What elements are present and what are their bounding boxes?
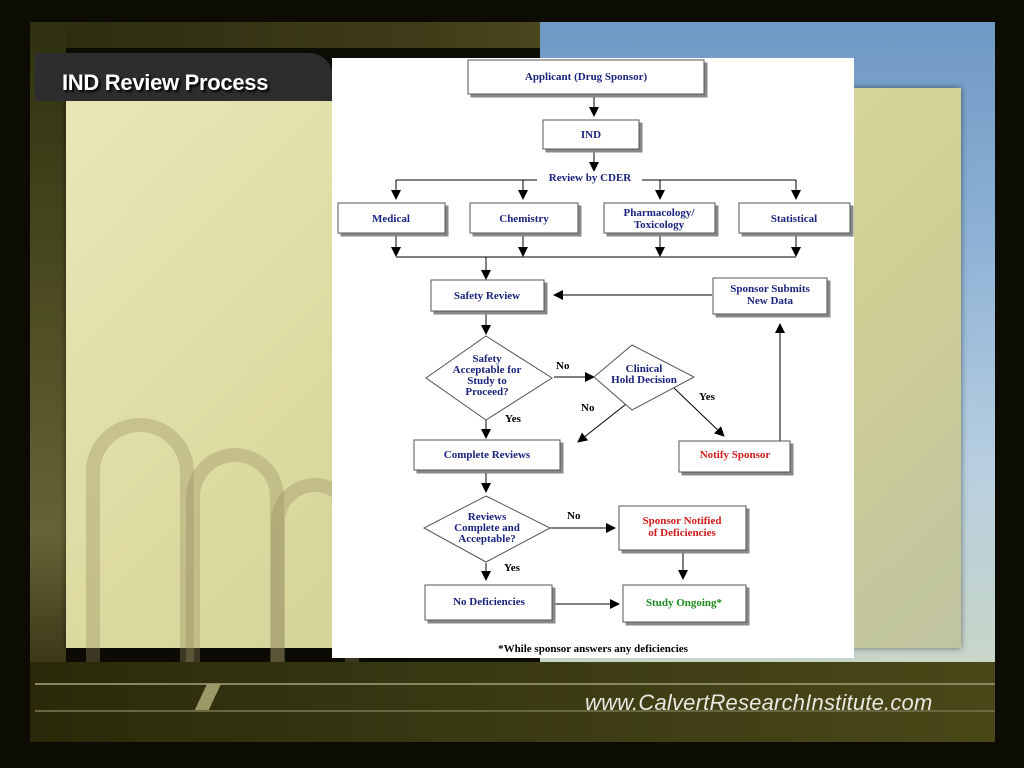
edge-label-no: No	[567, 510, 581, 522]
node-clinical-hold	[593, 344, 696, 411]
node-reviews-decision	[422, 495, 552, 563]
node-complete-reviews	[413, 439, 561, 471]
bottom-divider	[35, 710, 995, 712]
edge-hold-yes	[673, 387, 725, 437]
label-safety-review: Safety Review	[454, 290, 520, 302]
label-safety-q-1: Safety	[472, 353, 502, 365]
label-ind: IND	[581, 129, 601, 141]
label-medical: Medical	[372, 213, 410, 225]
node-pharmacology	[603, 202, 716, 234]
node-sponsor-submits	[712, 277, 828, 315]
label-review-by-cder: Review by CDER	[549, 172, 633, 184]
edge-label-no: No	[556, 360, 570, 372]
node-sponsor-notified	[618, 505, 747, 551]
node-safety-review	[430, 279, 545, 312]
label-pharmacology: Pharmacology/	[624, 207, 696, 219]
edge-hold-no	[577, 400, 631, 443]
label-new-data: New Data	[747, 295, 794, 307]
label-complete-reviews: Complete Reviews	[444, 449, 531, 461]
label-safety-q-2: Acceptable for	[453, 364, 522, 376]
node-safety-decision	[425, 335, 553, 421]
decorative-slash	[170, 684, 240, 710]
label-statistical: Statistical	[771, 213, 817, 225]
flowchart-svg: Applicant (Drug Sponsor) IND Review by C…	[337, 59, 851, 655]
label-no-deficiencies: No Deficiencies	[453, 596, 525, 608]
left-decorative-strip	[30, 22, 66, 662]
title-bar	[35, 53, 333, 101]
review-label-backdrop	[537, 171, 642, 185]
node-ind	[542, 119, 640, 150]
bottom-divider	[35, 683, 995, 685]
label-reviews-q-1: Reviews	[468, 511, 507, 523]
edge-label-yes: Yes	[504, 562, 521, 574]
flowchart-canvas: Applicant (Drug Sponsor) IND Review by C…	[332, 58, 854, 658]
node-notify-sponsor	[678, 440, 791, 473]
node-study-ongoing	[622, 584, 747, 623]
label-chemistry: Chemistry	[499, 213, 549, 225]
edge-label-no: No	[581, 402, 595, 414]
node-applicant	[467, 59, 705, 95]
label-of-deficiencies: of Deficiencies	[648, 527, 716, 539]
label-sponsor-submits: Sponsor Submits	[730, 283, 810, 295]
edge-label-yes: Yes	[699, 391, 716, 403]
node-medical	[337, 202, 446, 234]
label-sponsor-notified: Sponsor Notified	[643, 515, 722, 527]
label-clinical-1: Clinical	[626, 363, 663, 375]
flowchart-footnote: *While sponsor answers any deficiencies	[498, 643, 689, 655]
background-arch	[186, 448, 284, 662]
label-study-ongoing: Study Ongoing*	[646, 597, 723, 609]
footer-url: www.CalvertResearchInstitute.com	[585, 690, 933, 715]
label-toxicology: Toxicology	[634, 219, 685, 231]
label-applicant: Applicant (Drug Sponsor)	[525, 71, 648, 83]
slide-title: IND Review Process	[62, 70, 269, 95]
label-safety-q-4: Proceed?	[465, 386, 508, 398]
label-safety-q-3: Study to	[467, 375, 507, 387]
node-chemistry	[469, 202, 579, 234]
background-arch	[86, 418, 194, 662]
label-reviews-q-3: Acceptable?	[458, 533, 515, 545]
node-statistical	[738, 202, 851, 234]
edge-label-yes: Yes	[505, 413, 522, 425]
label-reviews-q-2: Complete and	[454, 522, 520, 534]
label-clinical-2: Hold Decision	[611, 374, 677, 386]
node-no-deficiencies	[424, 584, 553, 621]
label-notify-sponsor: Notify Sponsor	[700, 449, 771, 461]
